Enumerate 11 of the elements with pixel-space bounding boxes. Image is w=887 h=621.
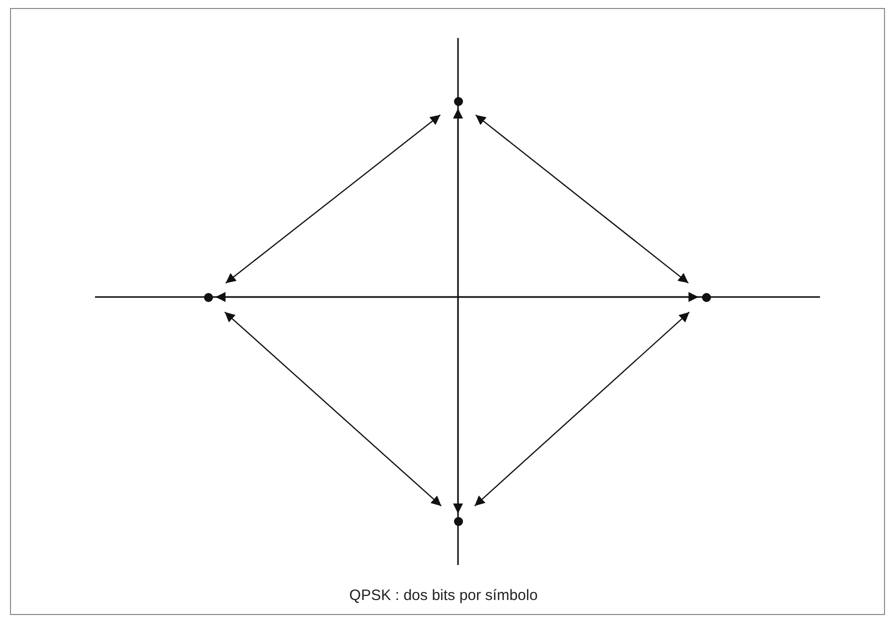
constellation-point xyxy=(454,96,462,106)
double-arrow xyxy=(216,292,698,302)
constellation-point xyxy=(204,292,212,302)
double-arrow xyxy=(225,114,441,284)
double-arrow xyxy=(224,312,442,506)
double-arrow xyxy=(475,114,689,284)
double-arrow xyxy=(474,312,690,506)
double-arrow xyxy=(453,108,463,514)
constellation-point xyxy=(702,292,710,302)
caption: QPSK : dos bits por símbolo xyxy=(349,587,538,604)
constellation-point xyxy=(454,516,462,526)
